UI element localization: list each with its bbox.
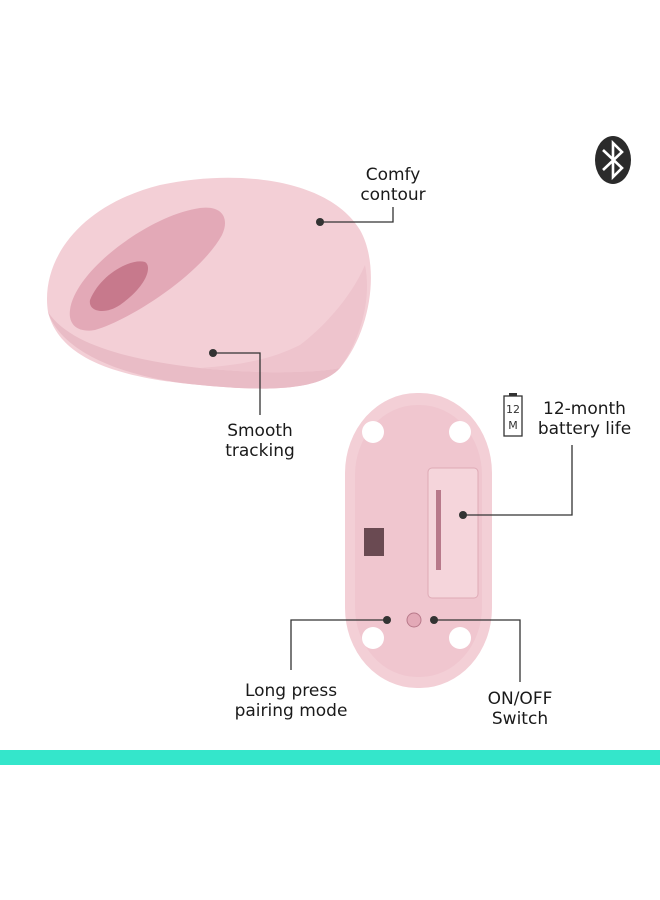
label-line: Comfy	[365, 165, 421, 185]
battery-icon-line1: 12	[506, 403, 520, 416]
label-line: Long press	[244, 681, 338, 701]
label-line: battery life	[537, 419, 632, 439]
label-smooth-tracking: Smooth tracking	[205, 421, 315, 461]
label-battery-life: 12-month battery life	[527, 399, 642, 439]
label-line: 12-month	[543, 399, 626, 419]
label-line: Smooth	[227, 421, 293, 441]
mouse-top-view	[46, 177, 371, 389]
battery-icon-line2: M	[508, 419, 518, 432]
label-pairing-mode: Long press pairing mode	[221, 681, 361, 721]
battery-icon: 12 M	[503, 393, 523, 437]
bluetooth-icon	[595, 136, 631, 184]
label-line: ON/OFF	[487, 689, 553, 709]
callout-dots	[209, 218, 467, 624]
label-line: tracking	[225, 441, 295, 461]
callout-lines	[213, 207, 573, 682]
label-line: pairing mode	[234, 701, 348, 721]
label-line: contour	[360, 185, 426, 205]
label-line: Switch	[491, 709, 549, 729]
mouse-bottom-view	[345, 393, 492, 688]
label-on-off-switch: ON/OFF Switch	[470, 689, 570, 729]
label-comfy-contour: Comfy contour	[343, 165, 443, 205]
accent-band	[0, 750, 660, 765]
